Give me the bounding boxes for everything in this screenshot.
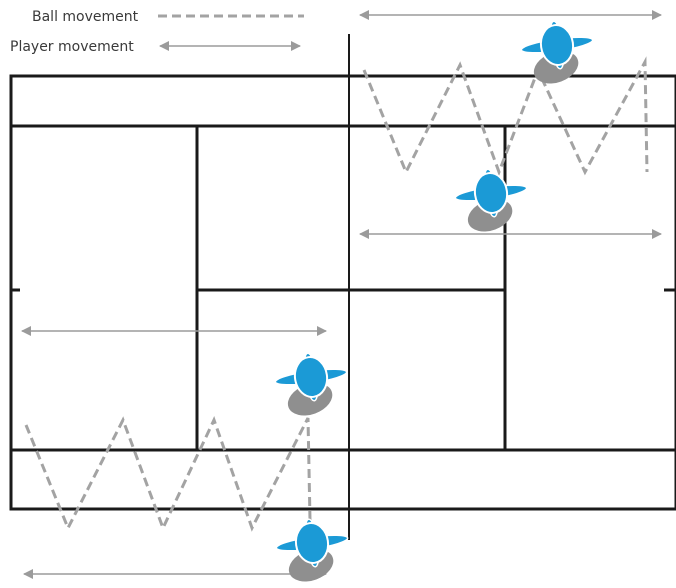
player-icon <box>517 15 600 93</box>
legend-ball-label: Ball movement <box>32 9 139 25</box>
legend: Ball movement Player movement <box>10 9 304 55</box>
player-movement-arrows <box>21 10 662 579</box>
player-icon <box>271 347 354 425</box>
ball-path-top <box>362 56 649 177</box>
player-icon <box>451 163 534 241</box>
ball-path-bottom <box>24 416 312 532</box>
player-icon <box>272 513 355 588</box>
tennis-court <box>9 34 676 540</box>
legend-player-label: Player movement <box>10 39 134 55</box>
court-outline <box>9 74 676 511</box>
